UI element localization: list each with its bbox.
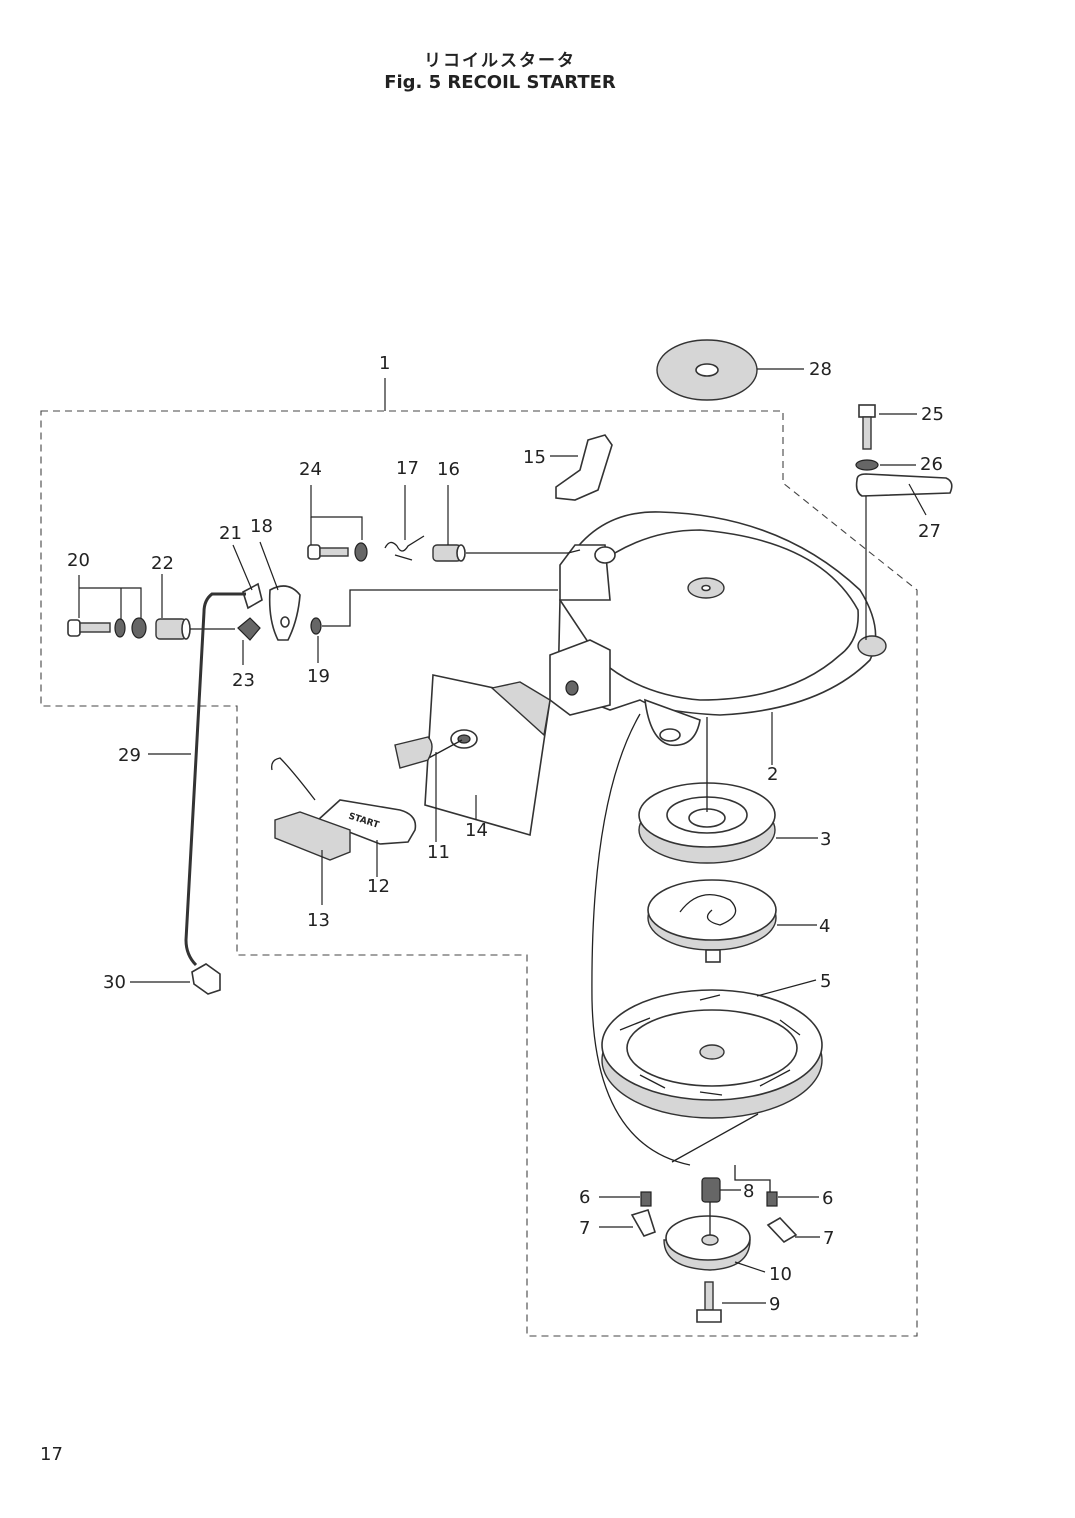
callout-5: 5 — [820, 971, 831, 992]
callout-7-right: 7 — [823, 1228, 834, 1249]
callout-6-right: 6 — [822, 1188, 833, 1209]
callout-16: 16 — [437, 459, 460, 480]
part-13-insert — [274, 811, 351, 861]
callout-26: 26 — [920, 454, 943, 475]
part-22-collar — [155, 618, 191, 640]
part-26-washer — [855, 459, 879, 471]
callout-18: 18 — [250, 516, 273, 537]
callout-19: 19 — [307, 666, 330, 687]
part-14-rope-guide — [424, 674, 551, 837]
callout-11: 11 — [427, 842, 450, 863]
part-11-grommet — [394, 736, 433, 769]
callout-numbers: 1 2 3 4 5 6 6 7 7 8 9 10 11 12 13 14 15 … — [67, 353, 944, 1315]
part-8-center-spring — [701, 1177, 721, 1203]
starter-rope — [591, 713, 759, 1166]
callout-12: 12 — [367, 876, 390, 897]
part-5-pulley — [601, 989, 823, 1119]
callout-1: 1 — [379, 353, 390, 374]
callout-15: 15 — [523, 447, 546, 468]
figure-title: Fig. 5 RECOIL STARTER — [384, 72, 616, 93]
callout-2: 2 — [767, 764, 778, 785]
callout-22: 22 — [151, 553, 174, 574]
part-7-ratchet-right — [766, 1216, 798, 1244]
callout-21: 21 — [219, 523, 242, 544]
part-23-clip — [237, 617, 261, 641]
part-17-spring — [384, 535, 425, 561]
part-12-handle: START — [316, 799, 417, 845]
callout-29: 29 — [118, 745, 141, 766]
part-20-screw-washers — [67, 617, 147, 639]
part-19-washer — [310, 617, 322, 635]
title-japanese: リコイルスタータ — [424, 51, 576, 71]
part-6-spring-left — [640, 1191, 652, 1207]
part-24-screw-washer — [307, 542, 368, 562]
callout-20: 20 — [67, 550, 90, 571]
part-16-mount — [594, 546, 616, 564]
part-16-collar — [432, 544, 466, 562]
part-3-reel — [638, 782, 776, 864]
callout-27: 27 — [918, 521, 941, 542]
callout-4: 4 — [819, 916, 830, 937]
part-21-pawl — [242, 582, 263, 610]
part-4-spiral-spring — [647, 879, 777, 963]
part-15-lever — [555, 434, 613, 501]
callout-8: 8 — [743, 1181, 754, 1202]
part-9-bolt — [696, 1281, 722, 1323]
callout-6-left: 6 — [579, 1187, 590, 1208]
callout-9: 9 — [769, 1294, 780, 1315]
callout-30: 30 — [103, 972, 126, 993]
callout-3: 3 — [820, 829, 831, 850]
part-27-bracket — [855, 473, 953, 497]
callout-10: 10 — [769, 1264, 792, 1285]
callout-13: 13 — [307, 910, 330, 931]
part-7-ratchet-left — [630, 1208, 656, 1237]
callout-14: 14 — [465, 820, 488, 841]
callout-23: 23 — [232, 670, 255, 691]
leader-lines — [78, 368, 927, 1304]
part-10-drum — [663, 1215, 751, 1271]
callout-28: 28 — [809, 359, 832, 380]
part-28-cover-disc — [656, 339, 758, 401]
callout-24: 24 — [299, 459, 322, 480]
callout-25: 25 — [921, 404, 944, 425]
part-18-plate — [268, 585, 301, 641]
part-25-bolt — [858, 404, 876, 450]
part-30-clamp — [191, 963, 221, 995]
callout-17: 17 — [396, 458, 419, 479]
part-6-spring-right — [766, 1191, 778, 1207]
callout-7-left: 7 — [579, 1218, 590, 1239]
part-2-starter-case — [549, 511, 887, 747]
page-number: 17 — [40, 1444, 63, 1465]
part-29-rod — [184, 592, 246, 967]
